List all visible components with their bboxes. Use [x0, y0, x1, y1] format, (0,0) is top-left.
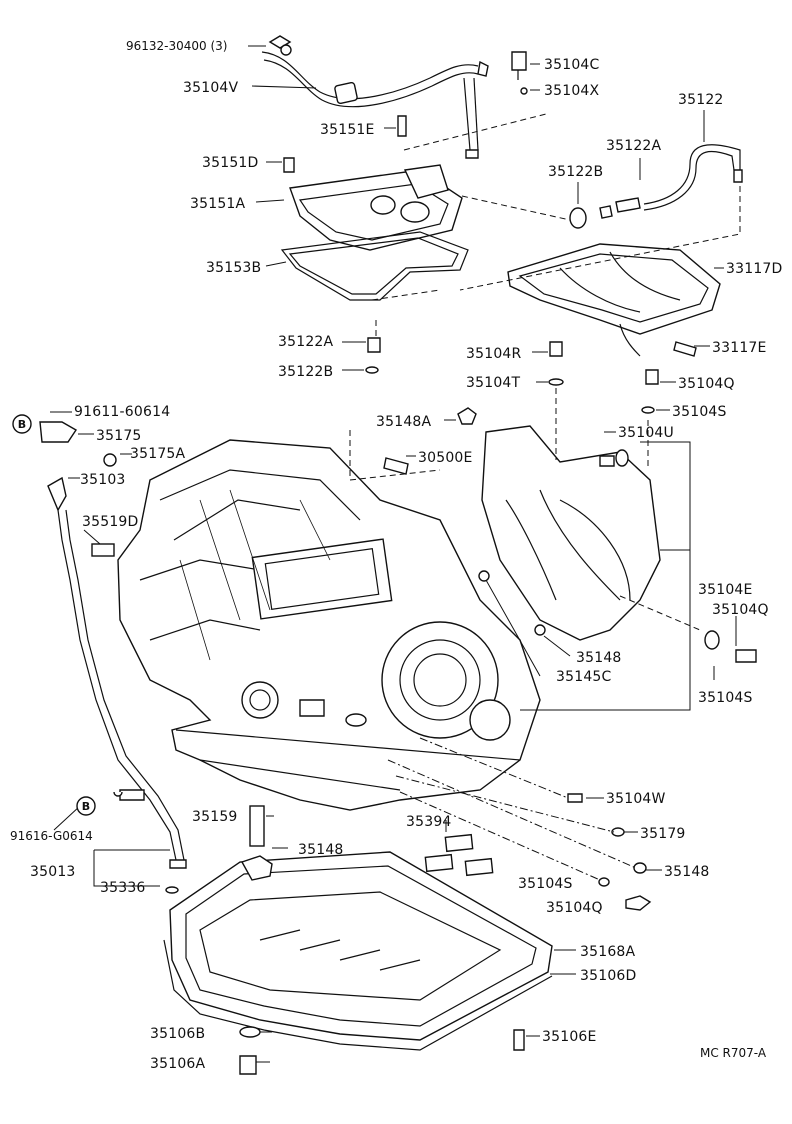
- label-35394: 35394: [406, 814, 452, 830]
- diagram-code: MC R707-A: [700, 1046, 767, 1060]
- valve-cover-gasket: [280, 231, 469, 301]
- label-35122A-mid: 35122A: [278, 334, 334, 350]
- leader-lines: [50, 45, 737, 1063]
- label-35153B: 35153B: [206, 260, 261, 276]
- label-35175A: 35175A: [130, 446, 186, 462]
- small-fasteners-mid: [39, 337, 659, 475]
- label-35104R: 35104R: [466, 346, 522, 362]
- label-35145C: 35145C: [556, 669, 612, 685]
- heat-shield: [507, 243, 721, 357]
- label-35104T: 35104T: [466, 375, 521, 391]
- filter-parts: [113, 791, 652, 911]
- label-35013: 35013: [30, 864, 76, 880]
- label-35104S-1: 35104S: [672, 404, 727, 420]
- label-35148-1: 35148: [576, 650, 622, 666]
- label-35122B-top: 35122B: [548, 164, 603, 180]
- label-35148-2: 35148: [298, 842, 344, 858]
- label-35159: 35159: [192, 809, 238, 825]
- label-35106D: 35106D: [580, 968, 637, 984]
- oil-pan: [163, 851, 553, 1075]
- converter-housing: [478, 425, 757, 663]
- label-35151E: 35151E: [320, 122, 375, 138]
- label-35175: 35175: [96, 428, 142, 444]
- ref-marker-b-bottom: B: [76, 796, 96, 816]
- label-91611: 91611-60614: [74, 404, 170, 420]
- label-35104C: 35104C: [544, 57, 600, 73]
- label-35103: 35103: [80, 472, 126, 488]
- svg-text:B: B: [18, 418, 26, 431]
- label-35104S-2: 35104S: [698, 690, 753, 706]
- label-35122: 35122: [678, 92, 724, 108]
- label-35179: 35179: [640, 826, 686, 842]
- label-30500E: 30500E: [418, 450, 473, 466]
- label-96132: 96132-30400 (3): [126, 39, 228, 53]
- label-35106A: 35106A: [150, 1056, 206, 1072]
- label-35104W: 35104W: [606, 791, 666, 807]
- label-35148A: 35148A: [376, 414, 432, 430]
- label-35168A: 35168A: [580, 944, 636, 960]
- label-35122B-mid: 35122B: [278, 364, 333, 380]
- label-35148-3: 35148: [664, 864, 710, 880]
- label-35151A: 35151A: [190, 196, 246, 212]
- ref-marker-b-top: B: [12, 414, 32, 434]
- label-35104X: 35104X: [544, 83, 600, 99]
- label-35104U: 35104U: [618, 425, 674, 441]
- label-35104V: 35104V: [183, 80, 239, 96]
- label-33117D: 33117D: [726, 261, 783, 277]
- label-91616: 91616-G0614: [10, 829, 93, 843]
- label-35106B: 35106B: [150, 1026, 205, 1042]
- vent-hose-assembly: [261, 35, 528, 159]
- label-35104S-3: 35104S: [518, 876, 573, 892]
- label-35106E: 35106E: [542, 1029, 597, 1045]
- label-35336: 35336: [100, 880, 146, 896]
- label-33117E: 33117E: [712, 340, 767, 356]
- label-35104Q-3: 35104Q: [546, 900, 603, 916]
- label-35104Q-2: 35104Q: [712, 602, 769, 618]
- dipstick-tube: [47, 476, 187, 894]
- svg-text:B: B: [82, 800, 90, 813]
- transaxle-case: [117, 439, 541, 811]
- label-35122A-top: 35122A: [606, 138, 662, 154]
- valve-body-cover: [283, 115, 463, 251]
- label-35151D: 35151D: [202, 155, 259, 171]
- part-labels: 96132-30400 (3) 35104V 35104C 35104X 351…: [10, 39, 783, 1072]
- label-35104Q-1: 35104Q: [678, 376, 735, 392]
- alignment-lines: [349, 113, 741, 881]
- label-35519D: 35519D: [82, 514, 139, 530]
- label-35104E: 35104E: [698, 582, 753, 598]
- shift-cable: [569, 144, 743, 229]
